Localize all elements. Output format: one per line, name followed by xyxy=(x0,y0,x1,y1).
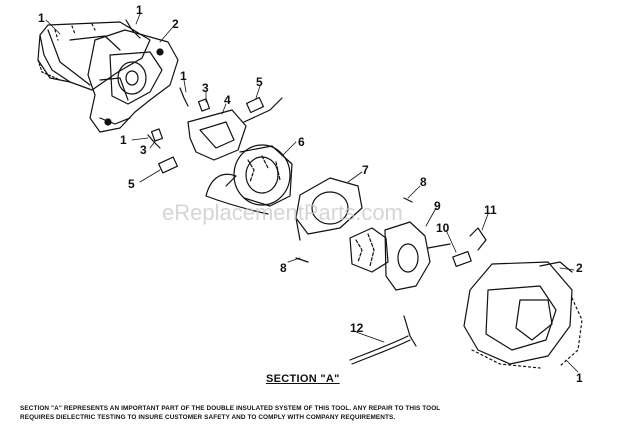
callout-label: 2 xyxy=(576,261,583,275)
brush-part xyxy=(452,227,487,268)
brush-holder-part xyxy=(150,96,283,174)
callout-label: 11 xyxy=(484,203,497,217)
armature-part xyxy=(349,221,451,291)
section-title: SECTION "A" xyxy=(266,373,340,385)
watermark-text: eReplacementParts.com xyxy=(162,200,403,225)
callout-label: 10 xyxy=(436,221,450,235)
callout-label: 5 xyxy=(128,177,135,191)
callout-label: 8 xyxy=(420,175,427,189)
callout-label: 6 xyxy=(298,135,305,149)
callout-label: 3 xyxy=(202,81,209,95)
left-housing-part xyxy=(37,21,151,91)
callout-label: 1 xyxy=(38,11,45,25)
callout-label: 1 xyxy=(120,133,127,147)
baffle-part xyxy=(295,177,363,241)
callout-label: 1 xyxy=(180,69,187,83)
motor-bracket-part xyxy=(87,29,179,133)
field-coil-part xyxy=(205,144,293,215)
callout-label: 3 xyxy=(140,143,147,157)
footer-note: SECTION "A" REPRESENTS AN IMPORTANT PART… xyxy=(20,405,441,421)
callout-label: 7 xyxy=(362,163,369,177)
callout-label: 8 xyxy=(280,261,287,275)
right-housing-part xyxy=(463,261,583,369)
leader-lines xyxy=(45,13,579,373)
callout-label: 1 xyxy=(576,371,583,385)
callout-label: 5 xyxy=(256,75,263,89)
callout-label: 12 xyxy=(350,321,364,335)
callout-label: 9 xyxy=(434,199,441,213)
callout-label: 1 xyxy=(136,3,143,17)
callout-label: 4 xyxy=(224,93,231,107)
cord-part xyxy=(349,315,417,365)
callout-label: 2 xyxy=(172,17,179,31)
